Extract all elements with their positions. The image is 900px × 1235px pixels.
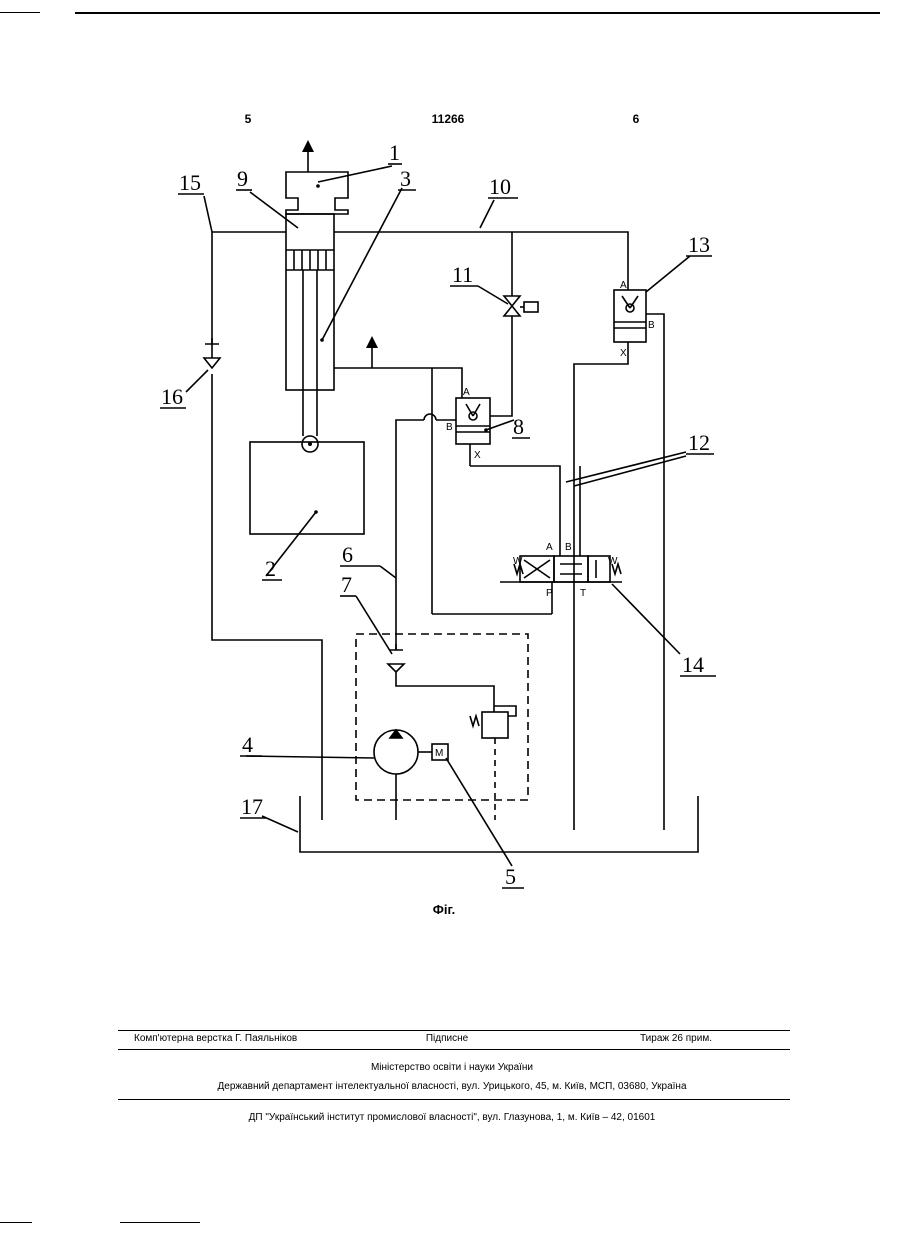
port-t-valve-14: T xyxy=(580,588,586,599)
port-a-valve-8: A xyxy=(463,387,470,398)
scan-mark-bottom-left xyxy=(0,1222,32,1223)
motor-m: M xyxy=(435,748,443,759)
hydraulic-schematic: 1 2 3 4 5 6 7 8 9 10 11 12 13 14 15 16 1… xyxy=(0,0,900,900)
footer-ministry: Міністерство освіти і науки України xyxy=(371,1062,533,1073)
footer-circulation: Тираж 26 прим. xyxy=(640,1033,712,1044)
figure-caption: Фіг. xyxy=(433,902,455,917)
label-12: 12 xyxy=(688,430,710,455)
footer-rule-top xyxy=(118,1030,790,1031)
port-x-valve-8: X xyxy=(474,450,481,461)
label-11: 11 xyxy=(452,262,473,287)
footer-typesetting: Комп'ютерна верстка Г. Паяльніков xyxy=(134,1033,297,1044)
footer-rule-bottom xyxy=(118,1099,790,1100)
label-10: 10 xyxy=(489,174,511,199)
port-p-valve-14: P xyxy=(546,588,553,599)
label-15: 15 xyxy=(179,170,201,195)
scan-mark-bottom xyxy=(120,1222,200,1223)
port-b-valve-8: B xyxy=(446,422,453,433)
label-4: 4 xyxy=(242,732,253,757)
label-7: 7 xyxy=(341,572,352,597)
label-16: 16 xyxy=(161,384,183,409)
label-8: 8 xyxy=(513,414,524,439)
label-9: 9 xyxy=(237,166,248,191)
port-x-valve-13: X xyxy=(620,348,627,359)
label-3: 3 xyxy=(400,166,411,191)
port-b-valve-13: B xyxy=(648,320,655,331)
footer-department: Державний департамент інтелектуальної вл… xyxy=(217,1081,686,1092)
label-6: 6 xyxy=(342,542,353,567)
footer-institute: ДП "Український інститут промислової вла… xyxy=(249,1112,656,1123)
label-14: 14 xyxy=(682,652,704,677)
port-a-valve-13: A xyxy=(620,280,627,291)
port-a-valve-14: A xyxy=(546,542,553,553)
label-5: 5 xyxy=(505,864,516,889)
label-17: 17 xyxy=(241,794,263,819)
footer-rule-middle xyxy=(118,1049,790,1050)
label-13: 13 xyxy=(688,232,710,257)
footer-signed: Підписне xyxy=(426,1033,468,1044)
port-b-valve-14: B xyxy=(565,542,572,553)
spring-w-left: W xyxy=(513,556,523,567)
spring-w-right: W xyxy=(608,556,618,567)
label-2: 2 xyxy=(265,556,276,581)
port-labels: A B X A B X A B P T W W M xyxy=(435,280,655,759)
label-1: 1 xyxy=(389,140,400,165)
